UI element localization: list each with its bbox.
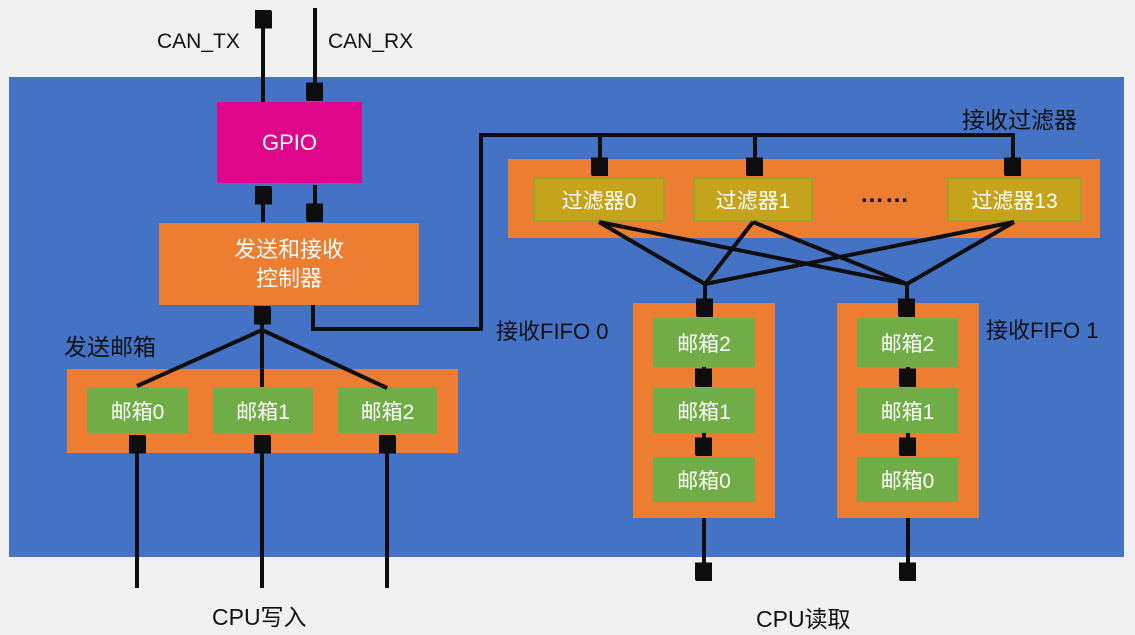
filter-1-label: 过滤器1: [715, 189, 791, 213]
fifo0-mailbox-1: 邮箱1: [653, 388, 755, 433]
fifo1-mailbox-0-label: 邮箱0: [880, 469, 935, 493]
tx-mailbox-2-label: 邮箱2: [360, 400, 415, 424]
filter-0: 过滤器0: [533, 177, 665, 222]
cpu-read-label: CPU读取: [756, 606, 851, 632]
rx-filter-group-label: 接收过滤器: [962, 107, 1077, 133]
filter-1: 过滤器1: [693, 177, 813, 222]
fifo0-mailbox-2-label: 邮箱2: [677, 332, 731, 356]
controller-label-line2: 控制器: [255, 266, 322, 291]
tx-mailbox-0-label: 邮箱0: [110, 400, 165, 424]
fifo1-mailbox-0: 邮箱0: [857, 457, 958, 502]
fifo1-mailbox-2: 邮箱2: [857, 318, 958, 367]
tx-mailbox-group-label: 发送邮箱: [64, 334, 156, 360]
controller-block: 发送和接收 控制器: [159, 223, 419, 305]
tx-mailbox-2: 邮箱2: [338, 387, 437, 434]
fifo1-mailbox-2-label: 邮箱2: [880, 332, 935, 356]
cpu-write-label: CPU写入: [212, 604, 307, 630]
fifo0-mailbox-0: 邮箱0: [653, 457, 755, 502]
filter-13: 过滤器13: [947, 177, 1082, 222]
controller-label-line1: 发送和接收: [233, 237, 344, 262]
filter-0-label: 过滤器0: [561, 189, 637, 213]
gpio-block: GPIO: [217, 102, 362, 183]
tx-mailbox-1: 邮箱1: [213, 387, 313, 434]
filter-13-label: 过滤器13: [971, 189, 1058, 213]
can-tx-label: CAN_TX: [157, 30, 240, 53]
fifo1-mailbox-1: 邮箱1: [857, 388, 958, 433]
filter-ellipsis: ……: [860, 181, 910, 208]
fifo1-mailbox-1-label: 邮箱1: [880, 400, 935, 424]
tx-mailbox-0: 邮箱0: [87, 387, 188, 434]
fifo0-mailbox-0-label: 邮箱0: [677, 469, 731, 493]
can-rx-label: CAN_RX: [328, 30, 414, 53]
fifo0-mailbox-2: 邮箱2: [653, 318, 755, 367]
tx-mailbox-1-label: 邮箱1: [236, 400, 290, 424]
rx-fifo1-label: 接收FIFO 1: [986, 318, 1099, 343]
rx-fifo0-label: 接收FIFO 0: [496, 319, 609, 344]
gpio-block-label: GPIO: [261, 129, 317, 155]
fifo0-mailbox-1-label: 邮箱1: [677, 400, 731, 424]
